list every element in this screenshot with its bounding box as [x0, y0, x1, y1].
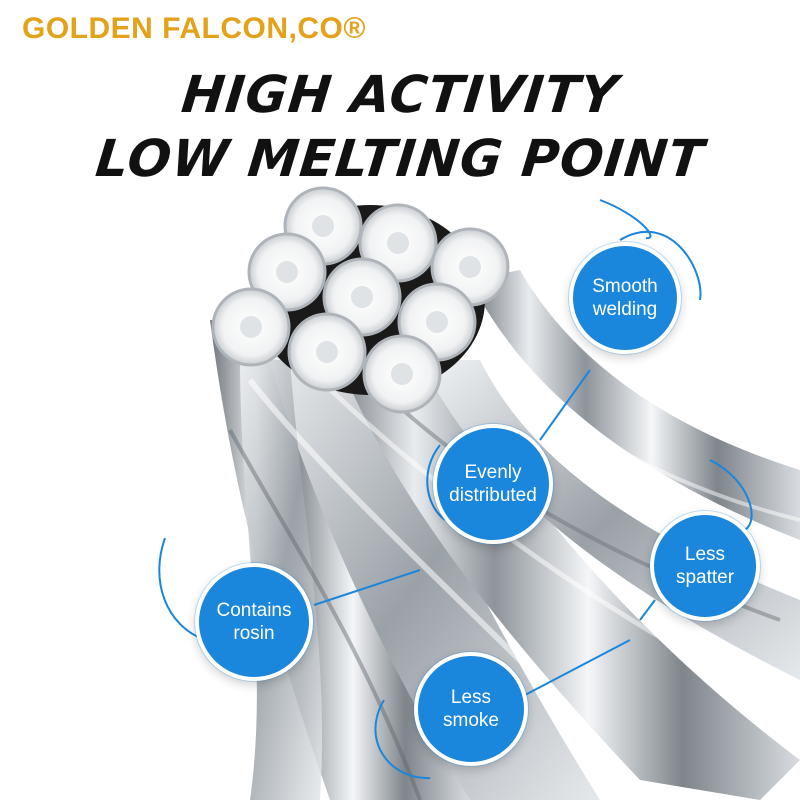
feature-rosin-line-2: rosin [233, 623, 275, 644]
feature-smoke-line-2: smoke [443, 710, 499, 731]
strand-end-caps [211, 186, 510, 414]
feature-spatter-line-1: Less [684, 544, 726, 565]
feature-smoke-line-1: Less [450, 687, 492, 708]
feature-evenly-line-1: Evenly [464, 462, 522, 483]
feature-evenly-line-2: distributed [449, 485, 537, 506]
feature-spatter-line-2: spatter [675, 567, 735, 588]
feature-bubble-less-smoke: Less smoke [414, 652, 528, 766]
brand-logo-text: GOLDEN FALCON,CO® [22, 12, 366, 45]
feature-smooth-line-1: Smooth [592, 276, 658, 297]
feature-bubble-less-spatter: Less spatter [650, 511, 760, 621]
feature-bubble-smooth-welding: Smooth welding [569, 242, 681, 354]
feature-bubble-contains-rosin: Contains rosin [195, 563, 313, 681]
feature-bubble-evenly-distributed: Evenly distributed [433, 424, 553, 544]
callout-lines [158, 199, 753, 780]
feature-rosin-line-1: Contains [216, 600, 292, 621]
feature-smooth-line-2: welding [592, 299, 658, 320]
